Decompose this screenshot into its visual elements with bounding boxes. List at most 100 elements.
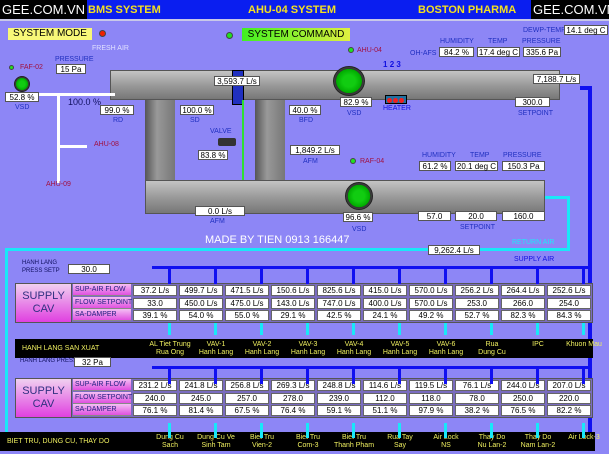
vav-supply-branch bbox=[306, 366, 309, 384]
branch-ahu08-pipe bbox=[57, 145, 87, 148]
vav-return-branch bbox=[168, 323, 171, 335]
return-sp-pressure[interactable]: 160.0 bbox=[502, 211, 545, 221]
cav-damper-cell: 29.1 % bbox=[271, 310, 315, 322]
vav-return-branch bbox=[260, 423, 263, 438]
vav-supply-branch bbox=[260, 266, 263, 284]
zone-label-line: VAV-5 bbox=[390, 341, 410, 348]
return-sp-temp[interactable]: 20.0 bbox=[455, 211, 497, 221]
zone-group-title: HANH LANG SAN XUAT bbox=[22, 345, 100, 352]
vav-supply-branch bbox=[582, 266, 585, 284]
cav-damper-cell: 82.2 % bbox=[547, 405, 591, 417]
cav-setpoint-cell: 253.0 bbox=[455, 297, 499, 309]
vav-supply-branch bbox=[444, 366, 447, 384]
cav-flow-cell: 415.0 L/s bbox=[363, 285, 407, 296]
supply-air-label: SUPPLY AIR bbox=[514, 256, 555, 263]
row-label-setpoint: FLOW SETPOINT bbox=[73, 296, 132, 309]
group2-press-value: 32 Pa bbox=[74, 357, 111, 367]
valve-icon[interactable] bbox=[218, 138, 236, 146]
vav-supply-branch bbox=[214, 266, 217, 284]
cav-damper-cell: 24.1 % bbox=[363, 310, 407, 322]
cav-setpoint-cell: 239.0 bbox=[317, 392, 361, 404]
vav-supply-branch bbox=[582, 366, 585, 384]
zone-label: IPC bbox=[516, 341, 560, 349]
row-label-damper: SA-DAMPER bbox=[73, 309, 131, 322]
supply-fan-icon[interactable] bbox=[333, 66, 365, 96]
zone-label-line: VAV-3 bbox=[298, 341, 318, 348]
cav-damper-cell: 76.5 % bbox=[501, 405, 545, 417]
cav-setpoint-cell: 78.0 bbox=[455, 392, 499, 404]
fresh-air-label: FRESH AIR bbox=[92, 45, 129, 52]
vav-supply-branch bbox=[168, 366, 171, 384]
cav-damper-cell: 52.7 % bbox=[455, 310, 499, 322]
return-left-pipe bbox=[5, 248, 8, 440]
supply-air-pipe bbox=[588, 86, 592, 438]
vav-supply-branch bbox=[168, 266, 171, 284]
group1-press-value[interactable]: 30.0 bbox=[68, 264, 110, 274]
zone-label-line: VAV-1 bbox=[206, 341, 226, 348]
cav-damper-cell: 76.1 % bbox=[133, 405, 177, 417]
vav-return-branch bbox=[306, 323, 309, 335]
sd-value: 100.0 % bbox=[180, 105, 214, 115]
cav-setpoint-cell: 400.0 L/s bbox=[363, 297, 407, 309]
supply-vsd-value: 82.9 % bbox=[340, 97, 372, 107]
faf-vsd-label: VSD bbox=[15, 104, 30, 111]
vav-return-branch bbox=[444, 423, 447, 438]
fresh-air-fan-icon[interactable] bbox=[14, 76, 30, 92]
sd-label: SD bbox=[190, 117, 200, 124]
supply-header-2 bbox=[152, 366, 592, 369]
system-mode-button[interactable]: SYSTEM MODE bbox=[8, 28, 92, 40]
supply-header-1 bbox=[152, 266, 592, 269]
supply-setpoint-value: 300.0 bbox=[515, 97, 550, 107]
row-label-damper: SA-DAMPER bbox=[73, 404, 131, 417]
vav-return-branch bbox=[536, 423, 539, 438]
cav-flow-cell: 499.7 L/s bbox=[179, 285, 223, 296]
supply-vsd-label: VSD bbox=[347, 110, 362, 117]
cav-damper-cell: 54.0 % bbox=[179, 310, 223, 322]
return-fan-icon[interactable] bbox=[345, 182, 373, 210]
mixing-duct-left bbox=[145, 100, 175, 190]
zone-label-line: Rua Ong bbox=[155, 349, 185, 356]
return-air-flow: 9,262.4 L/s bbox=[428, 245, 480, 255]
valve-pipe bbox=[242, 100, 244, 180]
vav-return-branch bbox=[490, 423, 493, 438]
cav-flow-cell: 244.0 L/s bbox=[501, 380, 545, 391]
supply-cav-label: SUPPLY CAV bbox=[16, 284, 72, 322]
fresh-air-pipe bbox=[30, 93, 115, 96]
cav-damper-cell: 67.5 % bbox=[225, 405, 269, 417]
vav-supply-branch bbox=[398, 366, 401, 384]
supply-pressure-label: PRESSURE bbox=[522, 38, 561, 45]
vav-supply-branch bbox=[536, 266, 539, 284]
vav-supply-branch bbox=[444, 266, 447, 284]
ahu-label: AHU-04 bbox=[357, 47, 382, 54]
heater-stage-2: 2 bbox=[389, 60, 395, 69]
heater-icon[interactable] bbox=[385, 95, 407, 104]
ahu09-label: AHU-09 bbox=[46, 181, 71, 188]
system-command-button[interactable]: SYSTEM COMMAND bbox=[242, 28, 350, 41]
heater-stages: 1 2 3 bbox=[383, 60, 401, 69]
return-temp-label: TEMP bbox=[470, 152, 490, 159]
return-air-pipe bbox=[5, 248, 570, 251]
cav-damper-cell: 84.3 % bbox=[547, 310, 591, 322]
vav-return-branch bbox=[398, 323, 401, 335]
afm-upper-value: 1,849.2 L/s bbox=[290, 145, 340, 155]
vav-return-branch bbox=[260, 323, 263, 335]
row-label-flow: SUP-AIR FLOW bbox=[73, 379, 131, 391]
supply-cav-label: SUPPLY CAV bbox=[16, 379, 72, 417]
zone-label-line: AL Tiet Trung bbox=[149, 341, 191, 348]
return-vsd-label: VSD bbox=[352, 226, 367, 233]
cav-setpoint-cell: 570.0 L/s bbox=[409, 297, 453, 309]
zone-label-line: Vien-2 bbox=[251, 442, 273, 449]
vav-return-branch bbox=[214, 323, 217, 335]
vav-return-branch bbox=[352, 423, 355, 438]
vav-return-branch bbox=[168, 423, 171, 438]
watermark: MADE BY TIEN 0913 166447 bbox=[205, 234, 350, 246]
vav-return-branch bbox=[214, 423, 217, 438]
zone-label-line: VAV-4 bbox=[344, 341, 364, 348]
faf-label: FAF-02 bbox=[20, 64, 43, 71]
return-sp-humidity[interactable]: 57.0 bbox=[418, 211, 451, 221]
